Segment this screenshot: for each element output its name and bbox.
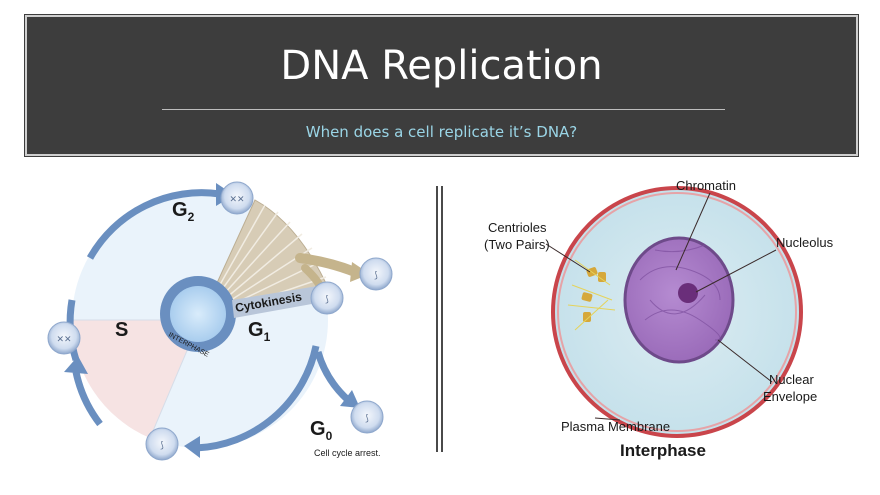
cell-icon: ⟆ bbox=[145, 427, 179, 461]
interphase-caption: Interphase bbox=[620, 441, 706, 460]
g0-caption: Cell cycle arrest. bbox=[314, 448, 381, 458]
svg-text:✕✕: ✕✕ bbox=[56, 335, 71, 345]
svg-text:⟆: ⟆ bbox=[374, 271, 378, 281]
cell-icon: ⟆ bbox=[359, 257, 393, 291]
cell-icon: ⟆ bbox=[310, 281, 344, 315]
centrioles-label: Centrioles bbox=[488, 220, 547, 235]
svg-text:⟆: ⟆ bbox=[160, 441, 164, 451]
nuclear-envelope-label: Nuclear bbox=[769, 372, 814, 387]
s-phase-sector bbox=[71, 320, 201, 438]
center-double-divider bbox=[436, 186, 443, 452]
centrioles bbox=[567, 259, 616, 331]
nucleus bbox=[623, 236, 735, 364]
svg-text:✕✕: ✕✕ bbox=[229, 195, 244, 205]
plasma-membrane-label: Plasma Membrane bbox=[561, 419, 670, 434]
chromatin-label: Chromatin bbox=[676, 178, 736, 193]
title-banner: DNA Replication When does a cell replica… bbox=[24, 14, 859, 157]
cycle-arrow-g2 bbox=[86, 189, 221, 260]
slide-subtitle: When does a cell replicate it’s DNA? bbox=[305, 123, 578, 141]
cytokinesis-band bbox=[232, 284, 334, 318]
cell-icon: ✕✕ bbox=[47, 321, 81, 355]
g1-label: G1 bbox=[248, 319, 271, 344]
nuclear-envelope-sublabel: Envelope bbox=[763, 389, 817, 404]
slide-title: DNA Replication bbox=[280, 43, 603, 89]
svg-text:⟆: ⟆ bbox=[365, 414, 369, 424]
g0-label: G0 bbox=[310, 418, 333, 443]
division-arrow bbox=[295, 253, 360, 277]
g2-label: G2 bbox=[172, 199, 195, 224]
cell-icon: ✕✕ bbox=[220, 181, 254, 215]
s-label: S bbox=[115, 319, 128, 341]
title-divider bbox=[162, 109, 725, 110]
centrioles-sublabel: (Two Pairs) bbox=[484, 237, 550, 252]
cycle-arrow-g1 bbox=[195, 345, 320, 452]
cell-icon: ⟆ bbox=[350, 400, 384, 434]
nucleolus-label: Nucleolus bbox=[776, 235, 834, 250]
g0-branch-arrow bbox=[314, 350, 351, 403]
interphase-center bbox=[170, 286, 226, 342]
nucleolus bbox=[678, 283, 698, 303]
svg-text:⟆: ⟆ bbox=[325, 295, 329, 305]
